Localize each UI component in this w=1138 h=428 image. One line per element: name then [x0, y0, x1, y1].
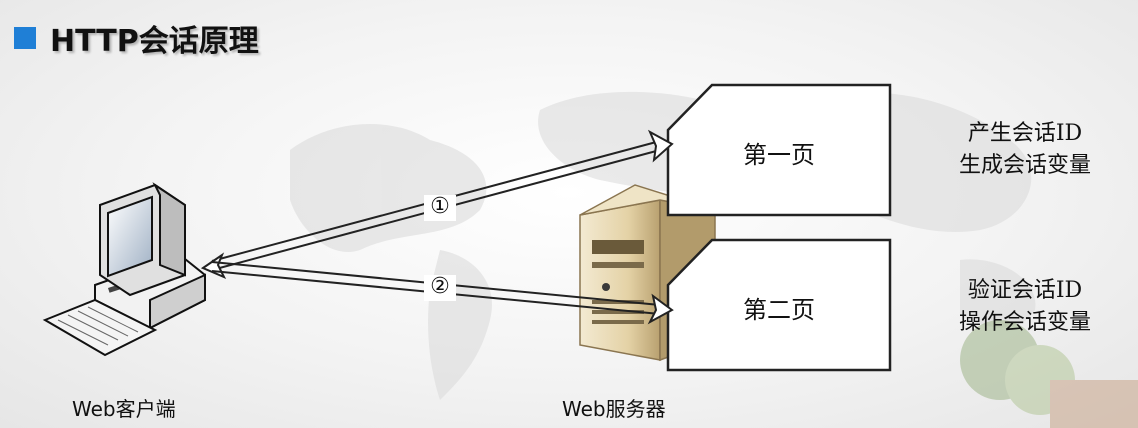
arrow-step2-head-server: [647, 293, 674, 325]
page2-label: 第二页: [743, 296, 815, 324]
client-label: Web客户端: [72, 397, 176, 421]
note-page2: 验证会话ID 操作会话变量: [935, 275, 1115, 339]
step2-label: ②: [430, 274, 450, 299]
arrow-step1-head-client: [200, 252, 227, 279]
slide-title: HTTP会话原理: [14, 18, 259, 59]
title-text: HTTP会话原理: [50, 24, 259, 59]
note-page2-line1: 验证会话ID: [967, 278, 1083, 303]
note-page1: 产生会话ID 生成会话变量: [935, 118, 1115, 182]
note-page1-line1: 产生会话ID: [967, 121, 1083, 146]
note-page1-line2: 生成会话变量: [958, 153, 1091, 178]
page2-box: [666, 238, 892, 372]
step2-label-bg: [424, 275, 456, 301]
title-bullet-icon: [14, 27, 36, 49]
step1-label-bg: [424, 195, 456, 221]
page1-label: 第一页: [743, 141, 815, 169]
note-page2-line2: 操作会话变量: [958, 310, 1091, 335]
computer-icon: [42, 182, 206, 357]
arrow-step1-head-server: [647, 129, 674, 163]
page1-box: [666, 83, 892, 217]
server-label: Web服务器: [562, 397, 666, 421]
step1-label: ①: [430, 194, 450, 219]
